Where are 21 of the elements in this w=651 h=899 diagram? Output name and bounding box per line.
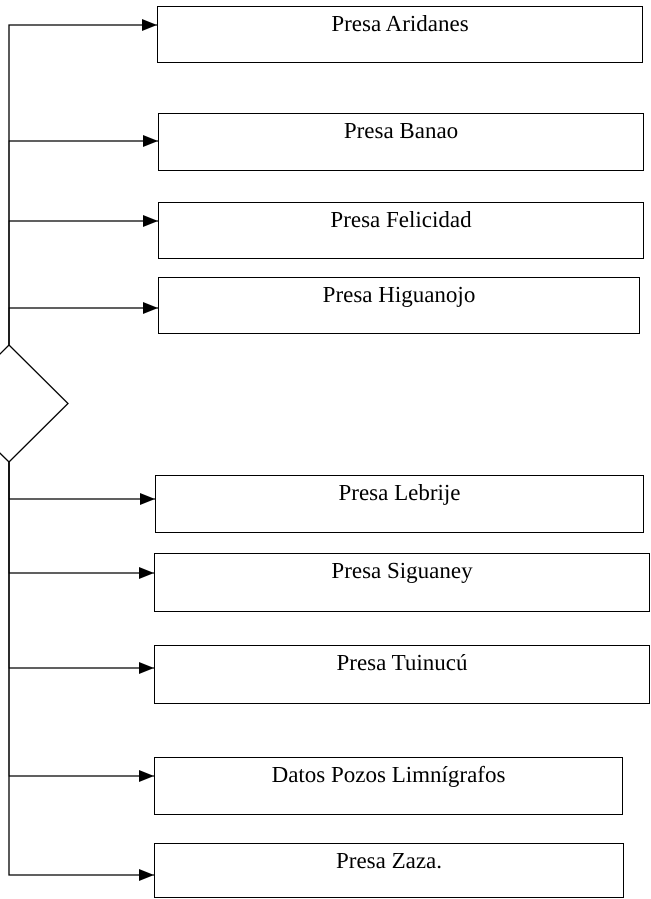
box-label: Presa Zaza. [336,847,442,875]
box-label: Datos Pozos Limnígrafos [272,761,506,789]
box-label: Presa Felicidad [330,206,472,234]
box-label: Presa Higuanojo [322,281,476,309]
process-box [155,475,644,533]
decision-diamond [0,345,69,462]
process-box [158,113,644,171]
process-box [158,202,644,259]
process-box [154,645,650,704]
box-label: Presa Lebrije [338,479,460,507]
arrow [8,462,154,881]
process-box [154,843,624,898]
box-label: Presa Siguaney [331,557,473,585]
box-label: Presa Banao [344,117,458,145]
box-label: Presa Aridanes [331,10,469,38]
process-box [154,553,650,612]
process-box [154,757,623,815]
arrow [8,302,158,345]
process-box [157,6,643,63]
box-label: Presa Tuinucú [336,649,468,677]
process-box [158,277,640,334]
